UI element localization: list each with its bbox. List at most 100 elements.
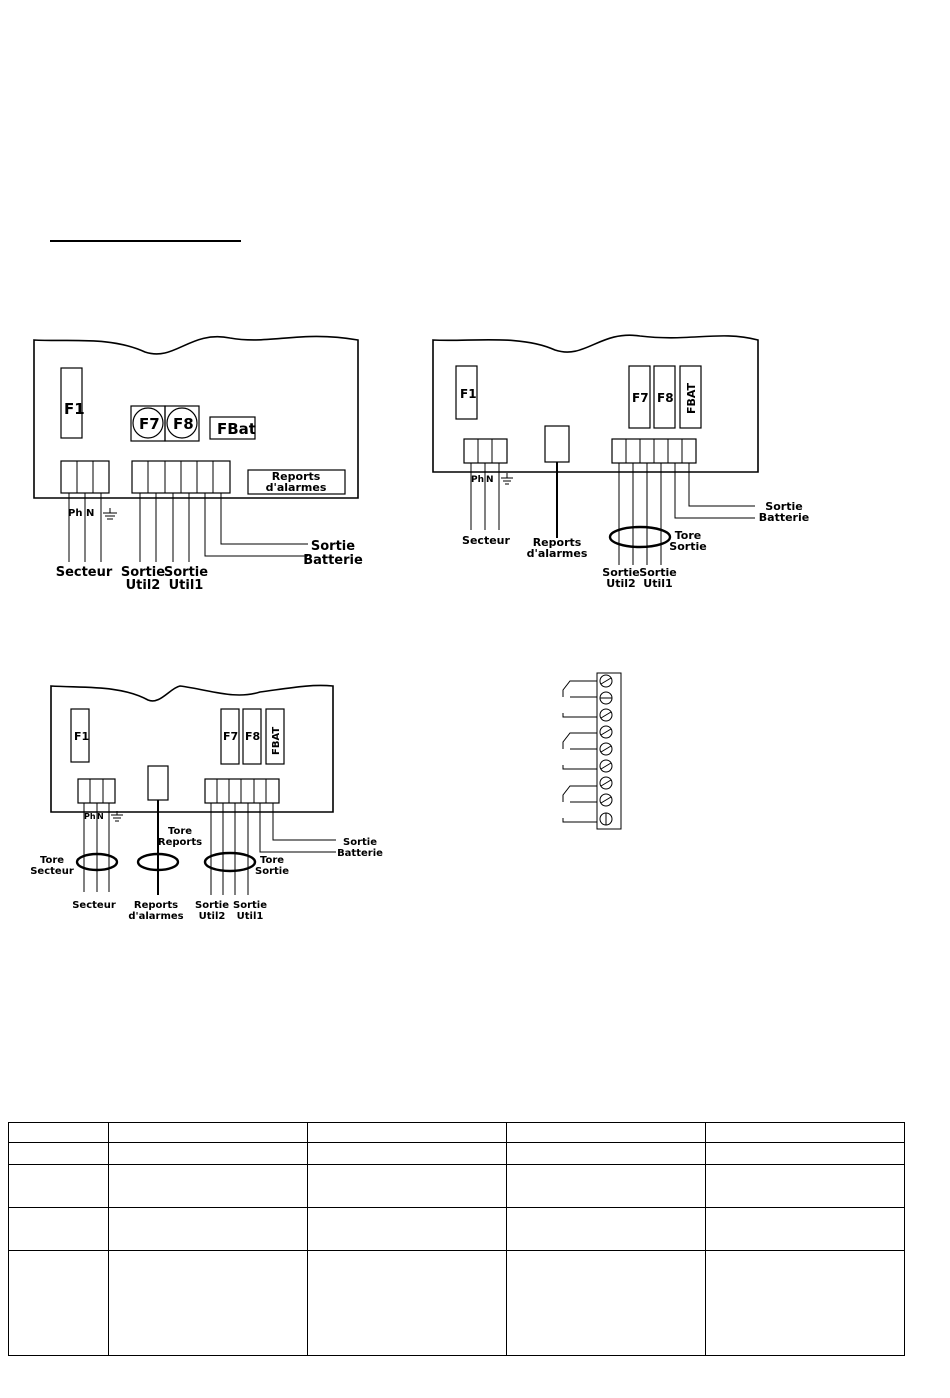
ground-icon <box>103 508 117 520</box>
label-reports-l2: d'alarmes <box>527 547 588 560</box>
fuse-f1 <box>60 367 83 439</box>
table-cell <box>307 1250 507 1356</box>
label-sortie-util1-l1: Sortie <box>233 900 267 911</box>
fuse-f8 <box>653 365 676 429</box>
table-cell <box>8 1142 109 1165</box>
table-row <box>8 1142 905 1165</box>
label-secteur: Secteur <box>56 565 113 580</box>
label-reports-l1: Reports <box>134 900 178 911</box>
label-sortie-util2-l2: Util2 <box>606 577 635 590</box>
table-row <box>8 1207 905 1251</box>
diagram-3 <box>50 684 336 895</box>
fuse-fbat <box>265 708 285 765</box>
fuse-f8 <box>242 708 262 765</box>
ground-icon <box>111 811 123 822</box>
table-cell <box>506 1142 706 1165</box>
table-cell <box>108 1164 308 1208</box>
label-sortie-util2-l1: Sortie <box>602 566 639 579</box>
label-f7: F7 <box>223 730 238 743</box>
fuse-fbat <box>209 416 256 440</box>
relay-terminal-strip <box>562 672 622 830</box>
table-cell <box>8 1207 109 1251</box>
relay-contacts <box>562 680 597 823</box>
diagram-1 <box>33 335 359 562</box>
label-f8: F8 <box>245 730 260 743</box>
label-reports-l1: Reports <box>533 536 582 549</box>
reports-box-line1: Reports <box>272 470 321 483</box>
board-outline <box>432 334 759 473</box>
table-cell <box>506 1164 706 1208</box>
label-sortie-batterie-l1: Sortie <box>765 500 802 513</box>
board-outline <box>33 335 359 499</box>
label-sortie-util1-l2: Util1 <box>237 911 264 922</box>
diagram-2-text: F1 F7 F8 FBAT Ph N Secteur Reports d'ala… <box>460 382 809 590</box>
label-tore-sortie-l1: Tore <box>260 855 284 866</box>
fuse-f1 <box>455 365 478 420</box>
table-cell <box>108 1122 308 1143</box>
label-secteur: Secteur <box>462 534 510 547</box>
table-cell <box>307 1122 507 1143</box>
label-sortie-batterie-l2: Batterie <box>303 553 363 568</box>
label-sortie-batterie-l1: Sortie <box>343 837 377 848</box>
table-cell <box>705 1250 905 1356</box>
terminal-block-secteur <box>60 460 110 494</box>
label-sortie-util2-l2: Util2 <box>126 578 161 593</box>
tore-secteur-ring <box>75 852 119 872</box>
terminal-block-secteur <box>77 778 116 804</box>
diagram-2 <box>432 334 759 565</box>
reports-box <box>247 469 346 495</box>
section-title-underline <box>50 240 241 242</box>
terminal-block-sorties <box>204 778 280 804</box>
tore-sortie-ring <box>203 851 257 873</box>
label-secteur: Secteur <box>72 900 116 911</box>
label-fbat: FBAT <box>685 382 698 414</box>
label-f7: F7 <box>139 415 160 433</box>
fuse-f1 <box>70 708 90 763</box>
fuse-f7 <box>628 365 651 429</box>
fuse-f8 <box>166 407 198 439</box>
label-f8: F8 <box>657 391 674 405</box>
label-sortie-util2-l1: Sortie <box>121 565 165 580</box>
table-cell <box>108 1250 308 1356</box>
table-cell <box>506 1207 706 1251</box>
table-cell <box>8 1164 109 1208</box>
label-reports-l2: d'alarmes <box>128 911 183 922</box>
label-f1: F1 <box>64 400 85 418</box>
label-sortie-batterie-l2: Batterie <box>759 511 809 524</box>
screw-icons <box>599 674 613 826</box>
label-sortie-batterie-l2: Batterie <box>337 848 383 859</box>
label-tore-secteur-l2: Secteur <box>30 866 74 877</box>
reports-connector <box>544 425 570 463</box>
table-cell <box>307 1207 507 1251</box>
label-tore-sortie-l2: Sortie <box>669 540 706 553</box>
label-tore-sortie-l2: Sortie <box>255 866 289 877</box>
label-sortie-util1-l2: Util1 <box>169 578 204 593</box>
diagram-1-text: F1 F7 F8 FBat Reports d'alarmes Ph N Sec… <box>56 400 363 593</box>
board-outline <box>50 684 334 813</box>
terminal-ph: Ph <box>68 508 82 519</box>
table-row <box>8 1122 905 1143</box>
terminal-n: N <box>86 508 94 519</box>
label-fbat: FBAT <box>271 727 282 755</box>
terminal-ph: Ph <box>84 812 96 821</box>
table-cell <box>705 1122 905 1143</box>
label-f1: F1 <box>74 730 89 743</box>
tore-sortie-ring <box>608 525 672 549</box>
label-tore-reports-l1: Tore <box>168 826 192 837</box>
table-row <box>8 1250 905 1356</box>
fuse-f8-holder <box>164 405 200 442</box>
table-cell <box>705 1164 905 1208</box>
table-cell <box>506 1250 706 1356</box>
tore-reports-ring <box>136 852 180 872</box>
terminal-strip-body <box>596 672 622 830</box>
label-sortie-util2-l1: Sortie <box>195 900 229 911</box>
table-cell <box>108 1207 308 1251</box>
terminal-ph: Ph <box>471 475 484 485</box>
fuse-f7 <box>220 708 240 765</box>
reports-connector <box>147 765 169 801</box>
table-cell <box>705 1207 905 1251</box>
label-tore-secteur-l1: Tore <box>40 855 64 866</box>
table-cell <box>506 1122 706 1143</box>
table-row <box>8 1164 905 1208</box>
